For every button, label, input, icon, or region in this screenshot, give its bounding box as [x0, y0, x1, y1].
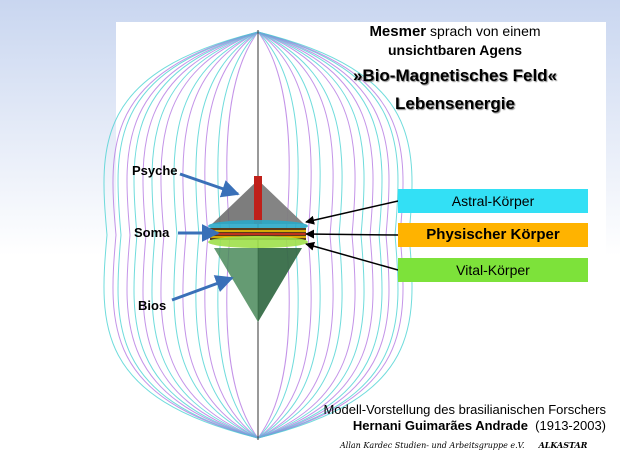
psyche-arrow [179, 172, 240, 198]
field-line [133, 31, 259, 439]
footer-brand: ALKASTAR [538, 440, 588, 450]
field-line [112, 31, 259, 439]
label-bios: Bios [138, 298, 167, 313]
caption-line-1: Modell-Vorstellung des brasilianischen F… [323, 402, 606, 417]
red-core-rod [254, 176, 262, 224]
footer: Allan Kardec Studien- und Arbeitsgruppe … [340, 440, 587, 450]
footer-org: Allan Kardec Studien- und Arbeitsgruppe … [340, 441, 525, 450]
title-line-3: »Bio-Magnetisches Feld« [352, 66, 558, 85]
bios-arrow [171, 275, 234, 302]
title-line-1: Mesmer sprach von einem [330, 22, 580, 41]
field-line [151, 31, 259, 439]
astral-arrow [305, 200, 399, 225]
researcher-years: (1913-2003) [535, 418, 606, 433]
field-line [126, 31, 259, 439]
physical-body-box: Physischer Körper [398, 223, 588, 247]
astral-body-box: Astral-Körper [398, 189, 588, 213]
field-line [103, 31, 259, 439]
field-line [142, 31, 259, 439]
title-line-4: Lebensenergie [395, 94, 515, 113]
title-block: Mesmer sprach von einem unsichtbaren Age… [330, 22, 580, 115]
title-line-1-rest: sprach von einem [430, 23, 541, 39]
vital-arrow [305, 241, 399, 271]
upper-cone-shade [258, 180, 304, 224]
label-psyche: Psyche [132, 163, 178, 178]
field-line [195, 31, 259, 439]
vital-disc [208, 236, 308, 248]
field-line [173, 31, 259, 439]
physical-arrow [305, 229, 399, 239]
lower-cone-shade [258, 248, 302, 322]
field-line [182, 31, 259, 439]
researcher-name: Hernani Guimarães Andrade [352, 418, 528, 433]
caption-line-2: Hernani Guimarães Andrade (1913-2003) [246, 418, 606, 433]
field-line [257, 31, 321, 439]
mesmer-name: Mesmer [369, 23, 427, 40]
field-line [117, 31, 259, 439]
title-line-2: unsichtbaren Agens [387, 42, 523, 58]
field-line [160, 31, 259, 439]
label-soma: Soma [134, 225, 170, 240]
vital-body-box: Vital-Körper [398, 258, 588, 282]
